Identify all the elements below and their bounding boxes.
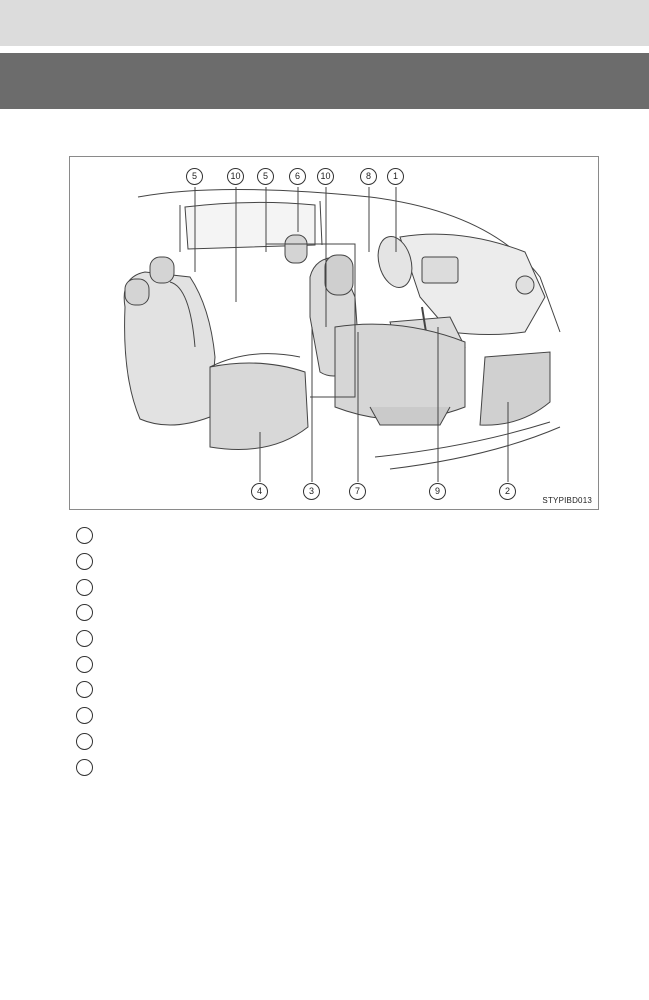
- legend-item: [76, 574, 103, 600]
- legend-item: [76, 703, 103, 729]
- legend-item: [76, 549, 103, 575]
- callout-badge: 1: [387, 168, 404, 185]
- callout-10-left: 10: [227, 168, 244, 185]
- interior-illustration-frame: 5 10 5 6 10 8 1 4 3 7 9 2 STYPIBD013: [69, 156, 599, 510]
- legend-badge: [76, 732, 93, 750]
- legend-badge: [76, 707, 93, 725]
- callout-badge: 8: [360, 168, 377, 185]
- legend-badge: [76, 527, 93, 545]
- callout-badge: 5: [257, 168, 274, 185]
- callout-4: 4: [251, 483, 268, 500]
- callout-1: 1: [387, 168, 404, 185]
- callout-7: 7: [349, 483, 366, 500]
- legend-badge: [76, 681, 93, 699]
- callout-badge: 6: [289, 168, 306, 185]
- callout-badge: 5: [186, 168, 203, 185]
- interior-illustration: [123, 187, 561, 482]
- legend-badge: [76, 655, 93, 673]
- legend-item: [76, 651, 103, 677]
- legend-item: [76, 600, 103, 626]
- legend-badge: [76, 604, 93, 622]
- legend-item: [76, 729, 103, 755]
- figure-code: STYPIBD013: [542, 496, 592, 505]
- callout-6: 6: [289, 168, 306, 185]
- legend-badge: [76, 758, 93, 776]
- callout-legend-list: [76, 523, 103, 780]
- callout-3: 3: [303, 483, 320, 500]
- callout-badge: 10: [317, 168, 334, 185]
- legend-item: [76, 523, 103, 549]
- callout-badge: 7: [349, 483, 366, 500]
- callout-8: 8: [360, 168, 377, 185]
- callout-badge: 9: [429, 483, 446, 500]
- legend-item: [76, 677, 103, 703]
- callout-10-right: 10: [317, 168, 334, 185]
- callout-badge: 4: [251, 483, 268, 500]
- top-band: [0, 0, 649, 46]
- callout-badge: 2: [499, 483, 516, 500]
- callout-badge: 10: [227, 168, 244, 185]
- callout-5-left: 5: [186, 168, 203, 185]
- section-header-bar: [0, 53, 649, 109]
- callout-5-center: 5: [257, 168, 274, 185]
- legend-badge: [76, 553, 93, 571]
- callout-9: 9: [429, 483, 446, 500]
- legend-item: [76, 754, 103, 780]
- callout-badge: 3: [303, 483, 320, 500]
- legend-badge: [76, 630, 93, 648]
- callout-2: 2: [499, 483, 516, 500]
- legend-badge: [76, 578, 93, 596]
- legend-item: [76, 626, 103, 652]
